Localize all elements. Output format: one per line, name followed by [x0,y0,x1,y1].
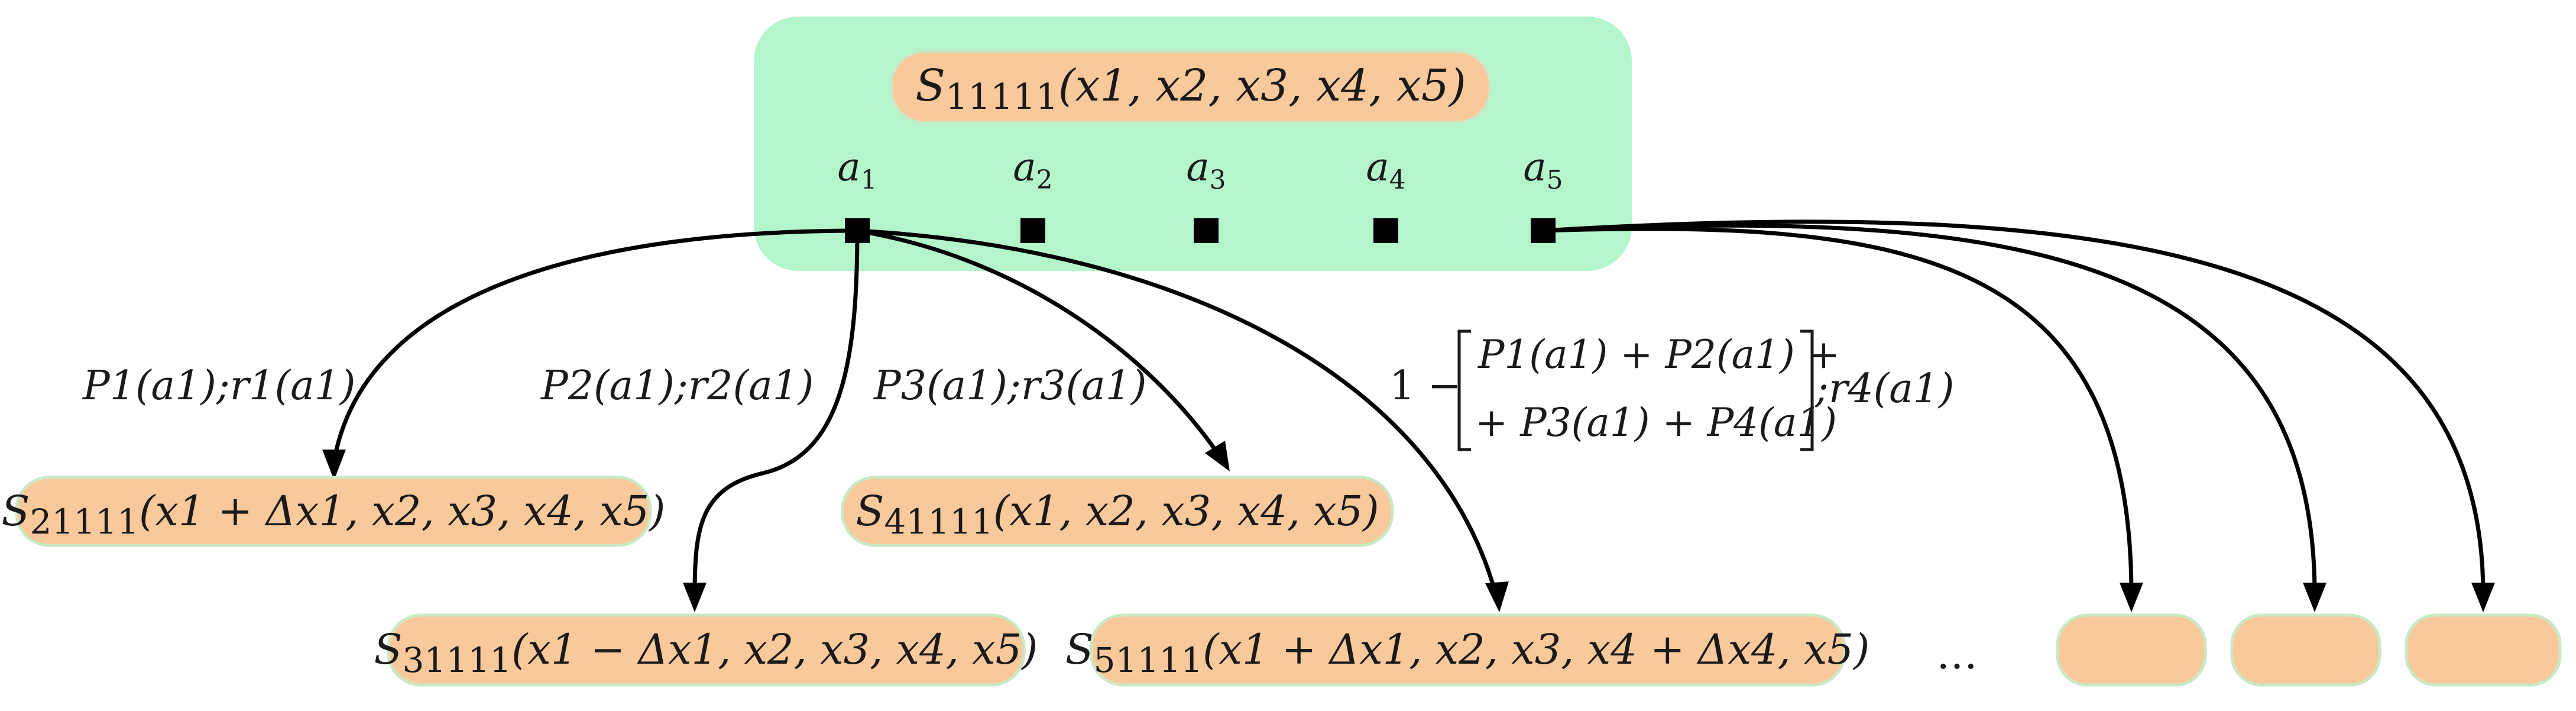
transition-label-2: P2(a1);r2(a1) [540,363,814,409]
state-node-s31111 [387,613,1026,687]
root-state-index: 11111 [945,76,1058,118]
action-label-a3: a3 [1186,144,1226,195]
state-node-s51111 [1089,613,1846,687]
empty-state-nodes [2056,613,2562,687]
empty-state-node [2056,613,2207,687]
child-state-s21111: S21111(x1 + Δx1, x2, x3, x4, x5) [2,476,666,547]
child-state-s51111: S51111(x1 + Δx1, x2, x3, x4 + Δx4, x5) [1065,613,1870,687]
state-label-s21111: S21111(x1 + Δx1, x2, x3, x4, x5) [2,487,666,542]
arrowhead-s21111 [322,450,346,480]
edge-a1-to-s31111 [692,230,860,595]
root-state-node [890,50,1492,124]
action-node-a2 [1020,218,1045,243]
state-node-s21111 [15,476,652,547]
arrowhead-s51111 [1485,581,1509,612]
edge-a1-to-s41111 [857,228,1221,457]
state-label-s31111: S31111(x1 − Δx1, x2, x3, x4, x5) [374,625,1038,680]
edges-from-a5 [1543,219,2495,612]
ellipsis: … [1936,630,1978,678]
child-state-s31111: S31111(x1 − Δx1, x2, x3, x4, x5) [374,613,1038,687]
edge-a1-to-s21111 [332,228,858,462]
transition-label-4-prefix: 1 − [1389,363,1462,409]
action-node-a5 [1531,218,1556,243]
transition-label-4-suffix: ;r4(a1) [1814,366,1955,412]
action-label-a4: a4 [1366,144,1405,195]
bracket-right [1800,329,1814,451]
edge-a1-to-s51111 [857,228,1498,595]
edge-a5-to-empty-1 [1543,227,2134,595]
root-state-args: (x1, x2, x3, x4, x5) [1058,60,1466,111]
action-label-a2: a2 [1013,144,1052,195]
arrowhead-empty-3 [2471,583,2495,612]
edge-a5-to-empty-3 [1543,219,2486,595]
action-label-a5: a5 [1523,144,1563,195]
action-node-a3 [1194,218,1219,243]
arrowhead-s31111 [683,583,707,612]
edges-from-a1 [322,228,1509,612]
action-node-a1 [845,218,870,243]
edge-a5-to-empty-2 [1543,223,2317,595]
bracket-left [1457,329,1471,451]
state-label-s51111: S51111(x1 + Δx1, x2, x3, x4 + Δx4, x5) [1065,625,1870,680]
action-label-a1: a1 [837,144,877,195]
transition-label-1: P1(a1);r1(a1) [82,363,355,409]
arrowhead-empty-1 [2120,583,2143,612]
transition-label-4: 1 − P1(a1) + P2(a1) + + P3(a1) + P4(a1) … [1389,329,1955,451]
transition-labels: P1(a1);r1(a1) P2(a1);r2(a1) P3(a1);r3(a1… [82,329,1955,451]
transition-label-4-line2: + P3(a1) + P4(a1) [1475,400,1837,445]
root-state-symbol: S [915,60,945,111]
root-state-label: S11111(x1, x2, x3, x4, x5) [915,60,1466,118]
child-state-s41111: S41111(x1, x2, x3, x4, x5) [841,476,1394,547]
action-labels: a1 a2 a3 a4 a5 [837,144,1563,195]
state-node-s41111 [841,476,1394,547]
empty-state-node [2230,613,2381,687]
transition-label-3: P3(a1);r3(a1) [873,363,1146,409]
action-nodes [845,218,1556,243]
arrowhead-empty-2 [2303,583,2326,612]
transition-label-4-line1: P1(a1) + P2(a1) + [1477,332,1840,377]
state-label-s41111: S41111(x1, x2, x3, x4, x5) [856,487,1379,542]
arrowhead-s41111 [1205,441,1230,471]
empty-state-node [2405,613,2562,687]
action-node-a4 [1373,218,1398,243]
